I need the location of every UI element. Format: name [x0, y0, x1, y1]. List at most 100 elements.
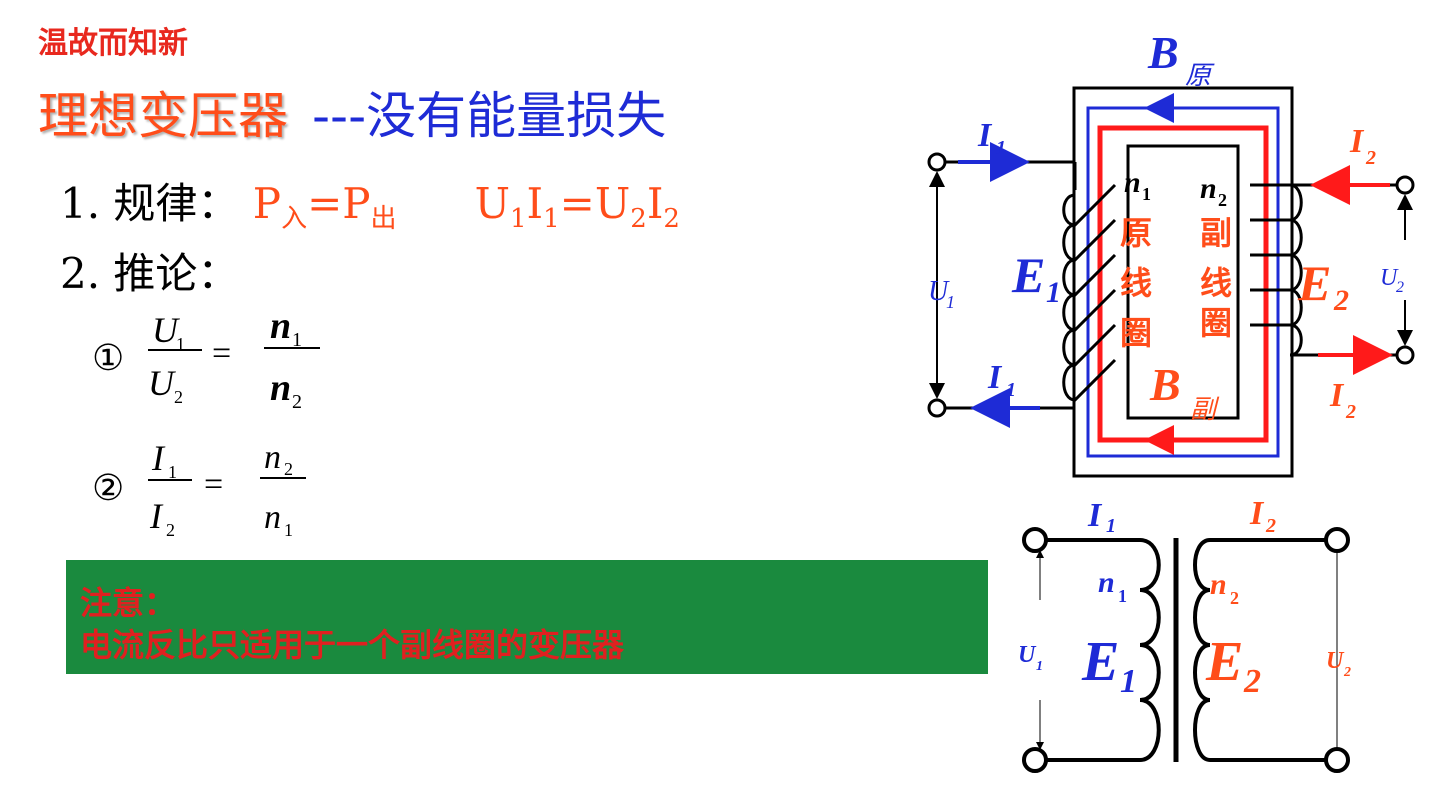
- svg-text:E: E: [1011, 247, 1045, 303]
- svg-text:n: n: [270, 367, 291, 409]
- svg-text:②: ②: [92, 468, 124, 508]
- terminal-icon: [1395, 345, 1415, 365]
- svg-text:圈: 圈: [1200, 304, 1232, 342]
- svg-text:2: 2: [292, 391, 302, 413]
- svg-text:原: 原: [1185, 61, 1215, 90]
- svg-text:n: n: [264, 499, 281, 536]
- b-secondary-label: B 副: [1149, 359, 1220, 424]
- svg-text:U: U: [1326, 648, 1345, 674]
- svg-text:1: 1: [1046, 276, 1061, 309]
- u-core-labels: U 1 U 2: [928, 265, 1404, 312]
- svg-text:原: 原: [1120, 214, 1152, 252]
- coil-names: 原 线 圈 副 线 圈: [1120, 214, 1232, 352]
- note-text: 电流反比只适用于一个副线圈的变压器: [80, 626, 625, 664]
- svg-text:I: I: [151, 438, 166, 478]
- svg-text:圈: 圈: [1120, 314, 1152, 352]
- svg-text:2: 2: [1365, 147, 1376, 169]
- primary-circuit: [927, 142, 1075, 428]
- svg-text:2: 2: [1396, 279, 1404, 296]
- n1-core-label: n 1: [1124, 166, 1151, 204]
- iron-core: [1072, 86, 1294, 478]
- u2-core-label: U 2: [1380, 265, 1404, 296]
- svg-text:n: n: [1098, 566, 1115, 599]
- sym-n1-label: n 1: [1098, 566, 1127, 606]
- formula-current-ratio: ② I 1 I 2 = n 2 n 1: [92, 438, 306, 540]
- note-box: 注意： 电流反比只适用于一个副线圈的变压器: [66, 560, 988, 674]
- n2-core-label: n 2: [1200, 172, 1227, 210]
- svg-text:2: 2: [284, 459, 293, 479]
- svg-text:2: 2: [1265, 515, 1276, 537]
- svg-text:1: 1: [1118, 586, 1127, 606]
- terminal-icon: [1324, 747, 1350, 773]
- svg-text:副: 副: [1200, 214, 1232, 252]
- note-title: 注意：: [80, 584, 177, 622]
- b-primary-label: B 原: [1147, 27, 1215, 90]
- svg-text:E: E: [1081, 631, 1119, 693]
- svg-text:1: 1: [1036, 659, 1043, 674]
- primary-winding: [1046, 538, 1161, 762]
- terminal-icon: [1022, 747, 1048, 773]
- sym-e1-label: E 1: [1081, 631, 1137, 700]
- schematic-labels: I 1 I 2 n 1 n 2 E 1 E 2 U 1 U 2: [1018, 495, 1351, 700]
- svg-text:1: 1: [1142, 184, 1151, 204]
- svg-text:1: 1: [176, 334, 185, 354]
- svg-text:2: 2: [1218, 190, 1227, 210]
- review-label: 温故而知新: [38, 26, 188, 61]
- sym-u1-label: U 1: [1018, 642, 1043, 674]
- flux-lines: [1086, 93, 1280, 458]
- svg-text:U: U: [152, 310, 180, 350]
- formulas: ① U 1 U 2 = n 1 n 2 ② I 1 I 2 = n 2 n 1: [92, 305, 320, 540]
- svg-text:1: 1: [1106, 515, 1116, 537]
- svg-text:I: I: [1249, 495, 1265, 532]
- svg-text:线: 线: [1200, 264, 1232, 302]
- svg-text:U: U: [1380, 265, 1399, 291]
- svg-text:E: E: [1205, 631, 1243, 693]
- i2-bottom-label: I 2: [1329, 377, 1356, 423]
- sym-i1-label: I 1: [1087, 497, 1116, 537]
- svg-text:1: 1: [168, 462, 177, 482]
- terminal-icon: [1395, 175, 1415, 195]
- svg-text:2: 2: [1243, 663, 1261, 700]
- terminal-icon: [1022, 527, 1048, 553]
- svg-text:2: 2: [1345, 401, 1356, 423]
- svg-text:1: 1: [1006, 379, 1016, 401]
- terminal-icon: [927, 152, 947, 172]
- i1-top-label: I 1: [977, 117, 1006, 159]
- svg-text:副: 副: [1190, 395, 1220, 424]
- svg-text:n: n: [1210, 568, 1227, 601]
- svg-text:线: 线: [1120, 264, 1152, 302]
- svg-text:1: 1: [292, 329, 302, 351]
- svg-text:B: B: [1147, 27, 1179, 78]
- svg-text:=: =: [212, 335, 231, 372]
- svg-text:=: =: [204, 466, 223, 503]
- core-labels: B 原 B 副 I 1 I 1 I 2 I 2 E 1 E 2: [977, 27, 1376, 424]
- svg-text:E: E: [1297, 255, 1331, 311]
- title-sub: ---没有能量损失: [312, 87, 667, 145]
- svg-text:2: 2: [174, 387, 183, 407]
- svg-text:U: U: [1018, 642, 1037, 668]
- svg-text:①: ①: [92, 338, 124, 378]
- law-prefix: 1. 规律：: [60, 179, 240, 228]
- primary-coil: [1062, 162, 1117, 402]
- schematic-symbol: [1022, 527, 1350, 773]
- svg-text:n: n: [1124, 166, 1141, 199]
- inference-label: 2. 推论：: [60, 249, 240, 298]
- svg-text:I: I: [149, 496, 164, 536]
- u1-core-label: U 1: [928, 276, 955, 312]
- svg-text:1: 1: [996, 137, 1006, 159]
- ui-equation: U1I1=U2I2: [474, 179, 680, 234]
- svg-text:I: I: [1349, 123, 1365, 160]
- e1-core-label: E 1: [1011, 247, 1061, 309]
- svg-text:B: B: [1149, 359, 1181, 410]
- svg-text:U: U: [928, 276, 950, 307]
- i1-bottom-label: I 1: [987, 359, 1016, 401]
- svg-text:2: 2: [1230, 588, 1239, 608]
- sym-u2-label: U 2: [1326, 648, 1351, 680]
- svg-text:n: n: [264, 439, 281, 476]
- sym-n2-label: n 2: [1210, 568, 1239, 608]
- svg-text:I: I: [1087, 497, 1103, 534]
- terminal-icon: [927, 398, 947, 418]
- svg-text:2: 2: [166, 520, 175, 540]
- secondary-winding: [1193, 538, 1326, 762]
